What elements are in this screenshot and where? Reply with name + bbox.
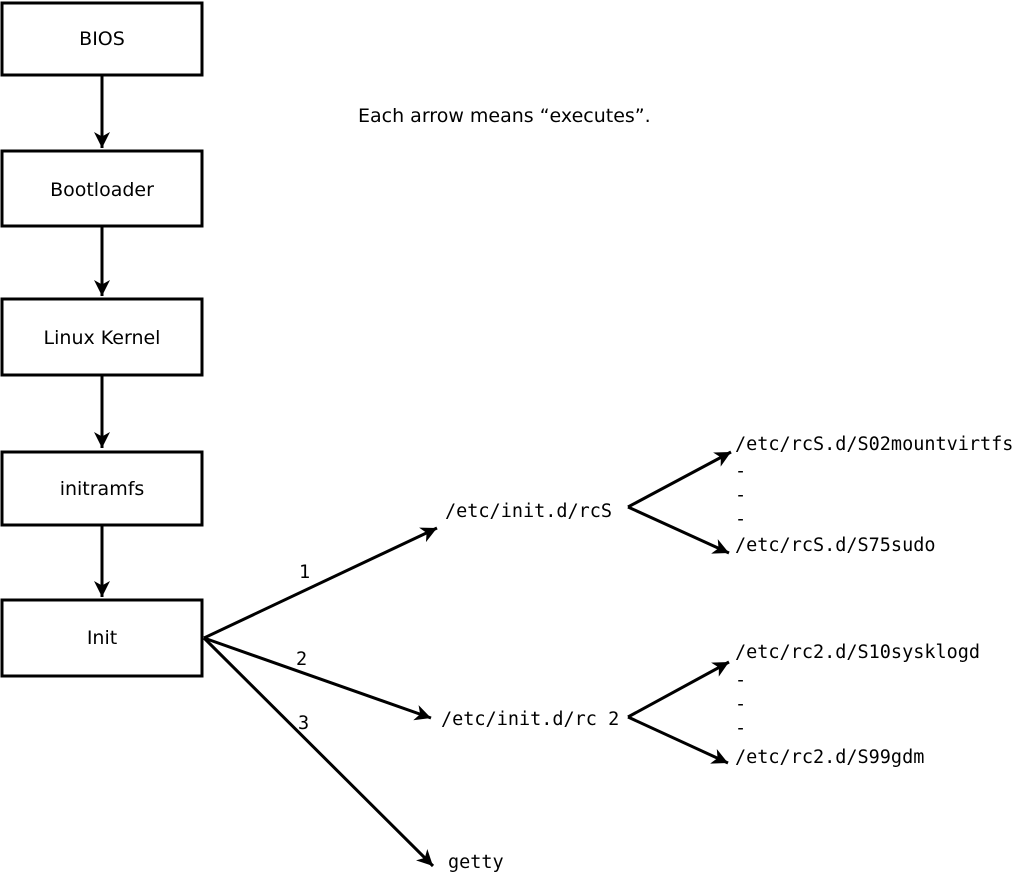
arrow-rc2-to-s99gdm [627,715,729,765]
fanout-rcs-ellipsis-dash: - [735,461,746,482]
arrow-rc2-to-s10sysklogd [627,660,730,719]
fanout-rcs-entry-last: /etc/rcS.d/S75sudo [735,535,935,556]
branch-2-number: 2 [296,649,307,670]
box-bootloader-rect [0,149,204,228]
box-linux-kernel-rect [0,297,204,377]
fanout-rcs-entry-first: /etc/rcS.d/S02mountvirtfs [735,434,1013,455]
arrow-init-to-rc2 [203,636,432,721]
fanout-rc2-ellipsis-dash: - [735,670,746,691]
box-bootloader: Bootloader [0,149,204,228]
arrow-rcs-to-s75sudo [627,505,730,555]
box-bootloader-label: Bootloader [50,179,154,201]
box-linux-kernel-label: Linux Kernel [44,327,161,349]
arrow-init-to-getty [202,636,435,868]
branch-1-target-label: /etc/init.d/rcS [445,501,612,522]
box-bios-label: BIOS [79,28,125,50]
fanout-rc2: /etc/rc2.d/S10sysklogd - - - /etc/rc2.d/… [627,642,980,768]
box-bios: BIOS [0,1,204,77]
box-init-label: Init [87,627,117,649]
note-executes: Each arrow means “executes”. [358,105,651,127]
fanout-rc2-entry-first: /etc/rc2.d/S10sysklogd [735,642,980,663]
box-init-rect [0,598,204,678]
box-bios-rect [0,1,204,77]
branch-3-number: 3 [298,713,309,734]
box-linux-kernel: Linux Kernel [0,297,204,377]
box-init: Init [0,598,204,678]
branch-3-target-label: getty [448,852,504,873]
fanout-rcs-ellipsis-dash: - [735,509,746,530]
box-initramfs: initramfs [0,450,204,527]
box-initramfs-label: initramfs [60,478,145,500]
fanout-rc2-ellipsis-dash: - [735,718,746,739]
fanout-rcs: /etc/rcS.d/S02mountvirtfs - - - /etc/rcS… [627,434,1013,556]
branch-2-target-label: /etc/init.d/rc 2 [441,709,619,730]
branch-1-number: 1 [299,562,310,583]
box-initramfs-rect [0,450,204,527]
fanout-rc2-entry-last: /etc/rc2.d/S99gdm [735,747,924,768]
arrow-init-to-rcs [203,526,438,640]
fanout-rcs-ellipsis-dash: - [735,485,746,506]
fanout-rc2-ellipsis-dash: - [735,694,746,715]
arrow-rcs-to-s02mountvirtfs [627,450,732,509]
